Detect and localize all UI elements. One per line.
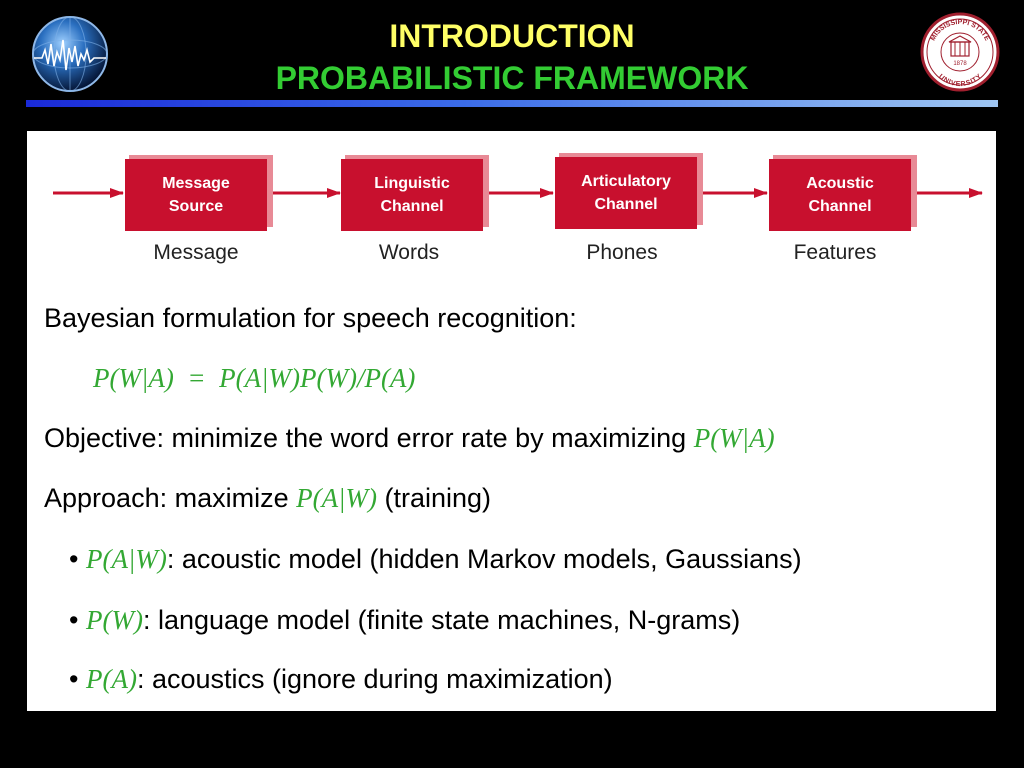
block-label-line1: Acoustic xyxy=(806,175,874,192)
approach-line: Approach: maximize P(A|W) (training) xyxy=(44,483,491,514)
seal-year: 1878 xyxy=(953,61,967,67)
block-label-line1: Articulatory xyxy=(581,173,671,190)
title-probabilistic-framework: PROBABILISTIC FRAMEWORK xyxy=(275,60,749,96)
bullet-math: P(A) xyxy=(85,664,137,694)
university-seal-icon: MISSISSIPPI STATE UNIVERSITY 1878 xyxy=(920,12,1000,92)
acoustic-channel-block: Acoustic Channel xyxy=(769,155,917,231)
bayes-label: Bayesian formulation for speech recognit… xyxy=(44,303,577,333)
bullet-text: : language model (finite state machines,… xyxy=(142,605,741,635)
block-label-line1: Linguistic xyxy=(374,175,450,192)
linguistic-channel-block: Linguistic Channel xyxy=(341,155,489,231)
bullet-language-model: • P(W): language model (finite state mac… xyxy=(69,605,740,636)
approach-math: P(A|W) xyxy=(296,483,377,513)
bullet-math: P(W) xyxy=(85,605,143,635)
bullet-acoustic-model: • P(A|W): acoustic model (hidden Markov … xyxy=(69,544,802,575)
bullet-text: : acoustics (ignore during maximization) xyxy=(136,664,613,694)
bullet-text: : acoustic model (hidden Markov models, … xyxy=(166,544,802,574)
globe-logo-icon xyxy=(32,16,108,92)
channel-diagram: Message Source Message Linguistic Channe… xyxy=(53,153,983,264)
caption-message: Message xyxy=(153,241,238,264)
bullet-dot: • xyxy=(69,605,86,635)
block-label-line2: Source xyxy=(169,198,223,215)
block-label-line1: Message xyxy=(162,175,230,192)
block-label-line2: Channel xyxy=(594,196,657,213)
block-label-line2: Channel xyxy=(808,198,871,215)
bullet-dot: • xyxy=(69,664,86,694)
bullet-dot: • xyxy=(69,544,86,574)
bullet-acoustics: • P(A): acoustics (ignore during maximiz… xyxy=(69,664,613,695)
approach-text: Approach: maximize xyxy=(44,483,297,513)
caption-phones: Phones xyxy=(586,241,657,264)
message-source-block: Message Source xyxy=(125,155,273,231)
objective-line: Objective: minimize the word error rate … xyxy=(44,423,775,454)
articulatory-channel-block: Articulatory Channel xyxy=(555,153,703,229)
caption-words: Words xyxy=(379,241,439,264)
content-panel: Message Source Message Linguistic Channe… xyxy=(27,131,996,711)
header-divider xyxy=(26,100,998,107)
objective-math: P(W|A) xyxy=(693,423,775,453)
caption-features: Features xyxy=(794,241,877,264)
approach-suffix: (training) xyxy=(377,483,492,513)
bayes-formula: P(W|A) = P(A|W)P(W)/P(A) xyxy=(93,363,416,393)
block-label-line2: Channel xyxy=(380,198,443,215)
bullet-math: P(A|W) xyxy=(85,544,167,574)
title-introduction: INTRODUCTION xyxy=(389,18,635,54)
objective-text: Objective: minimize the word error rate … xyxy=(44,423,694,453)
